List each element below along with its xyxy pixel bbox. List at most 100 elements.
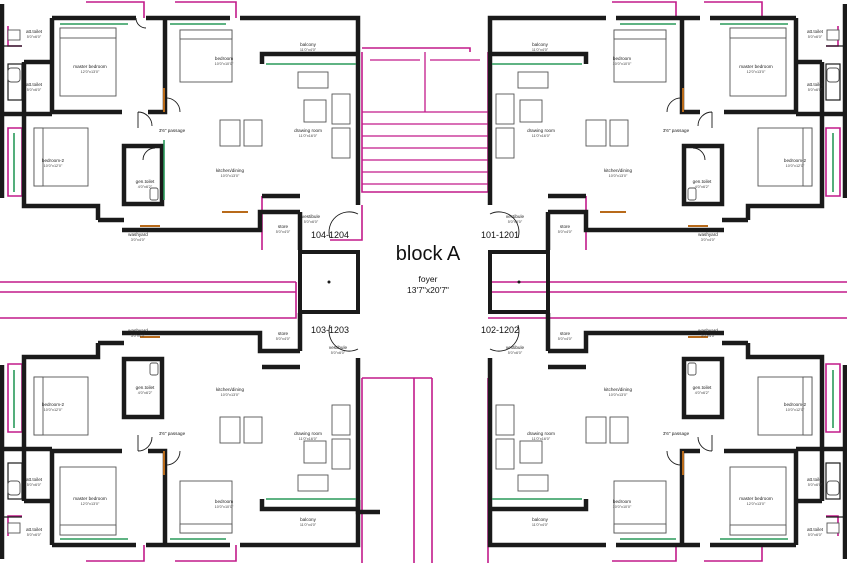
room-dimension: 5'0"x6'0" — [27, 533, 42, 537]
room-name: 3'6" passage — [663, 431, 690, 436]
room-dimension: 11'0"x4'0" — [532, 48, 549, 52]
room-name: kitchen/dining — [604, 168, 633, 173]
door-leaves — [140, 88, 708, 475]
room-name: drawing room — [527, 128, 555, 133]
room-name: bedroom-2 — [784, 158, 807, 163]
room-name: gen.toilet — [693, 179, 712, 184]
room-dimension: 12'0"x13'0" — [81, 502, 100, 506]
lift-markers — [327, 280, 521, 284]
room-dimension: 11'0"x4'0" — [300, 48, 317, 52]
room-dimension: 3'0"x4'0" — [131, 334, 146, 338]
windows — [13, 23, 834, 540]
room-name: drawing room — [294, 128, 322, 133]
room-name: master bedroom — [73, 496, 107, 501]
room-name: 3'6" passage — [159, 128, 186, 133]
room-name: balcony — [300, 42, 317, 47]
room-dimension: 11'0"x16'0" — [299, 134, 318, 138]
room-dimension: 10'0"x13'0" — [609, 174, 628, 178]
room-dimension: 10'0"x10'0" — [613, 505, 632, 509]
room-name: washyard — [698, 328, 718, 333]
room-dimension: 5'0"x6'0" — [808, 35, 823, 39]
room-name: store — [560, 224, 571, 229]
room-name: vestibule — [506, 214, 525, 219]
room-name: drawing room — [294, 431, 322, 436]
room-name: gen.toilet — [693, 385, 712, 390]
room-dimension: 10'0"x12'0" — [786, 164, 805, 168]
room-dimension: 12'0"x13'0" — [747, 70, 766, 74]
room-dimension: 11'0"x16'0" — [299, 437, 318, 441]
unit-number-tl: 104-1204 — [311, 230, 349, 240]
room-name: vestibule — [302, 214, 321, 219]
unit-number-bl: 103-1203 — [311, 325, 349, 335]
room-name: washyard — [128, 328, 148, 333]
room-dimension: 5'0"x6'0" — [331, 351, 346, 355]
room-name: master bedroom — [739, 496, 773, 501]
room-name: 3'6" passage — [159, 431, 186, 436]
room-name: bedroom-2 — [784, 402, 807, 407]
room-dimension: 10'0"x13'0" — [221, 174, 240, 178]
room-dimension: 10'0"x10'0" — [215, 505, 234, 509]
foyer-name: foyer — [419, 274, 438, 284]
room-dimension: 5'0"x6'0" — [808, 88, 823, 92]
room-dimension: 5'0"x6'0" — [27, 35, 42, 39]
room-name: kitchen/dining — [216, 387, 245, 392]
room-dimension: 10'0"x10'0" — [215, 62, 234, 66]
room-name: bedroom-2 — [42, 402, 65, 407]
room-dimension: 10'0"x12'0" — [44, 164, 63, 168]
room-dimension: 4'0"x6'2" — [138, 391, 153, 395]
room-name: bedroom — [613, 56, 631, 61]
room-name: store — [278, 331, 289, 336]
room-dimension: 5'0"x6'0" — [808, 533, 823, 537]
room-name: gen.toilet — [136, 385, 155, 390]
room-dimension: 10'0"x10'0" — [613, 62, 632, 66]
room-dimension: 10'0"x13'0" — [221, 393, 240, 397]
room-name: att.toilet — [807, 29, 824, 34]
room-name: washyard — [698, 232, 718, 237]
room-dimension: 5'0"x6'0" — [808, 483, 823, 487]
room-dimension: 3'0"x4'0" — [701, 334, 716, 338]
room-dimension: 5'0"x6'0" — [508, 351, 523, 355]
room-name: att.toilet — [26, 477, 43, 482]
room-dimension: 5'0"x4'0" — [558, 230, 573, 234]
room-name: bedroom-2 — [42, 158, 65, 163]
unit-number-br: 102-1202 — [481, 325, 519, 335]
room-name: att.toilet — [26, 82, 43, 87]
room-dimension: 3'0"x4'0" — [701, 238, 716, 242]
room-dimension: 4'0"x6'2" — [138, 185, 153, 189]
block-title: block A — [396, 243, 461, 265]
room-name: vestibule — [506, 345, 525, 350]
room-dimension: 10'0"x13'0" — [609, 393, 628, 397]
room-name: drawing room — [527, 431, 555, 436]
room-dimension: 12'0"x13'0" — [81, 70, 100, 74]
room-dimension: 12'0"x13'0" — [747, 502, 766, 506]
room-name: store — [278, 224, 289, 229]
room-dimension: 11'0"x16'0" — [532, 134, 551, 138]
room-name: store — [560, 331, 571, 336]
room-dimension: 5'0"x6'0" — [27, 483, 42, 487]
room-dimension: 10'0"x12'0" — [44, 408, 63, 412]
room-name: bedroom — [613, 499, 631, 504]
room-name: att.toilet — [807, 527, 824, 532]
room-name: bedroom — [215, 499, 233, 504]
unit-number-tr: 101-1201 — [481, 230, 519, 240]
room-name: kitchen/dining — [216, 168, 245, 173]
room-name: att.toilet — [807, 82, 824, 87]
room-dimension: 5'0"x4'0" — [276, 230, 291, 234]
room-name: kitchen/dining — [604, 387, 633, 392]
room-name: att.toilet — [26, 29, 43, 34]
room-name: balcony — [532, 517, 549, 522]
room-name: gen.toilet — [136, 179, 155, 184]
room-name: master bedroom — [73, 64, 107, 69]
room-dimension: 4'0"x6'2" — [695, 391, 710, 395]
room-name: master bedroom — [739, 64, 773, 69]
room-dimension: 4'0"x6'2" — [695, 185, 710, 189]
room-name: att.toilet — [807, 477, 824, 482]
room-dimension: 5'0"x6'0" — [27, 88, 42, 92]
room-name: balcony — [532, 42, 549, 47]
room-dimension: 5'0"x6'0" — [304, 220, 319, 224]
staircase — [362, 52, 488, 185]
room-name: washyard — [128, 232, 148, 237]
room-labels: att.toilet5'0"x6'0"att.toilet5'0"x6'0"ma… — [26, 29, 824, 537]
foyer-dim: 13'7"x20'7" — [407, 285, 449, 295]
